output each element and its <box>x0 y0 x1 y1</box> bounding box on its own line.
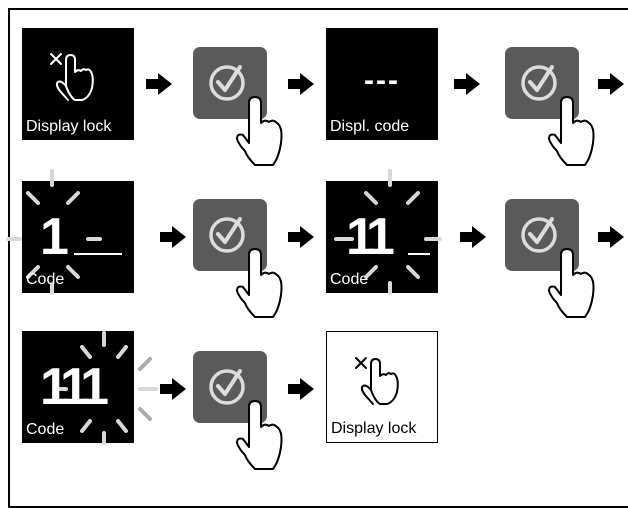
display-lock-panel: Display lock <box>326 331 438 443</box>
arrow-right-icon <box>598 73 624 95</box>
code-entry-panel: 11 Code <box>326 169 442 295</box>
arrow-right-icon <box>460 226 486 248</box>
confirm-button-step <box>193 199 293 319</box>
confirm-button-step <box>505 47 605 167</box>
code-entry-panel: 1 Code <box>6 169 134 295</box>
check-circle-icon <box>521 65 557 101</box>
touch-lock-icon <box>355 357 399 405</box>
code-placeholder-dashes: --- <box>364 64 400 97</box>
arrow-right-icon <box>288 378 314 400</box>
panel-label: Displ. code <box>330 118 410 135</box>
arrow-right-icon <box>454 73 480 95</box>
finger-press-icon <box>548 248 595 318</box>
arrow-right-icon <box>288 73 314 95</box>
blink-rays-icon <box>334 169 442 295</box>
finger-press-icon <box>236 96 283 166</box>
arrow-right-icon <box>160 226 186 248</box>
check-circle-icon <box>209 65 245 101</box>
arrow-right-icon <box>288 226 314 248</box>
code-digits: 111 <box>40 358 109 416</box>
blink-rays-icon <box>54 331 158 445</box>
blink-rays-icon <box>6 169 122 295</box>
panel-label: Code <box>26 271 65 288</box>
panel-label: Display lock <box>26 118 112 135</box>
check-circle-icon <box>209 217 245 253</box>
finger-press-icon <box>548 96 595 166</box>
panel-label: Display lock <box>331 420 417 437</box>
code-digits: 11 <box>346 208 395 266</box>
code-digits: 1 <box>40 208 69 266</box>
code-entry-panel: 111 Code <box>22 331 158 445</box>
arrow-right-icon <box>598 226 624 248</box>
check-circle-icon <box>521 217 557 253</box>
panel-label: Code <box>26 421 65 438</box>
check-circle-icon <box>209 369 245 405</box>
arrow-right-icon <box>160 378 186 400</box>
display-lock-panel: Display lock <box>22 28 134 140</box>
finger-press-icon <box>236 248 283 318</box>
confirm-button-step <box>505 199 605 319</box>
finger-press-icon <box>236 400 283 470</box>
confirm-button-step <box>193 351 293 471</box>
confirm-button-step <box>193 47 293 167</box>
panel-label: Code <box>330 271 369 288</box>
touch-lock-icon <box>50 53 94 101</box>
arrow-right-icon <box>146 73 172 95</box>
display-code-panel: --- Displ. code <box>326 28 438 140</box>
